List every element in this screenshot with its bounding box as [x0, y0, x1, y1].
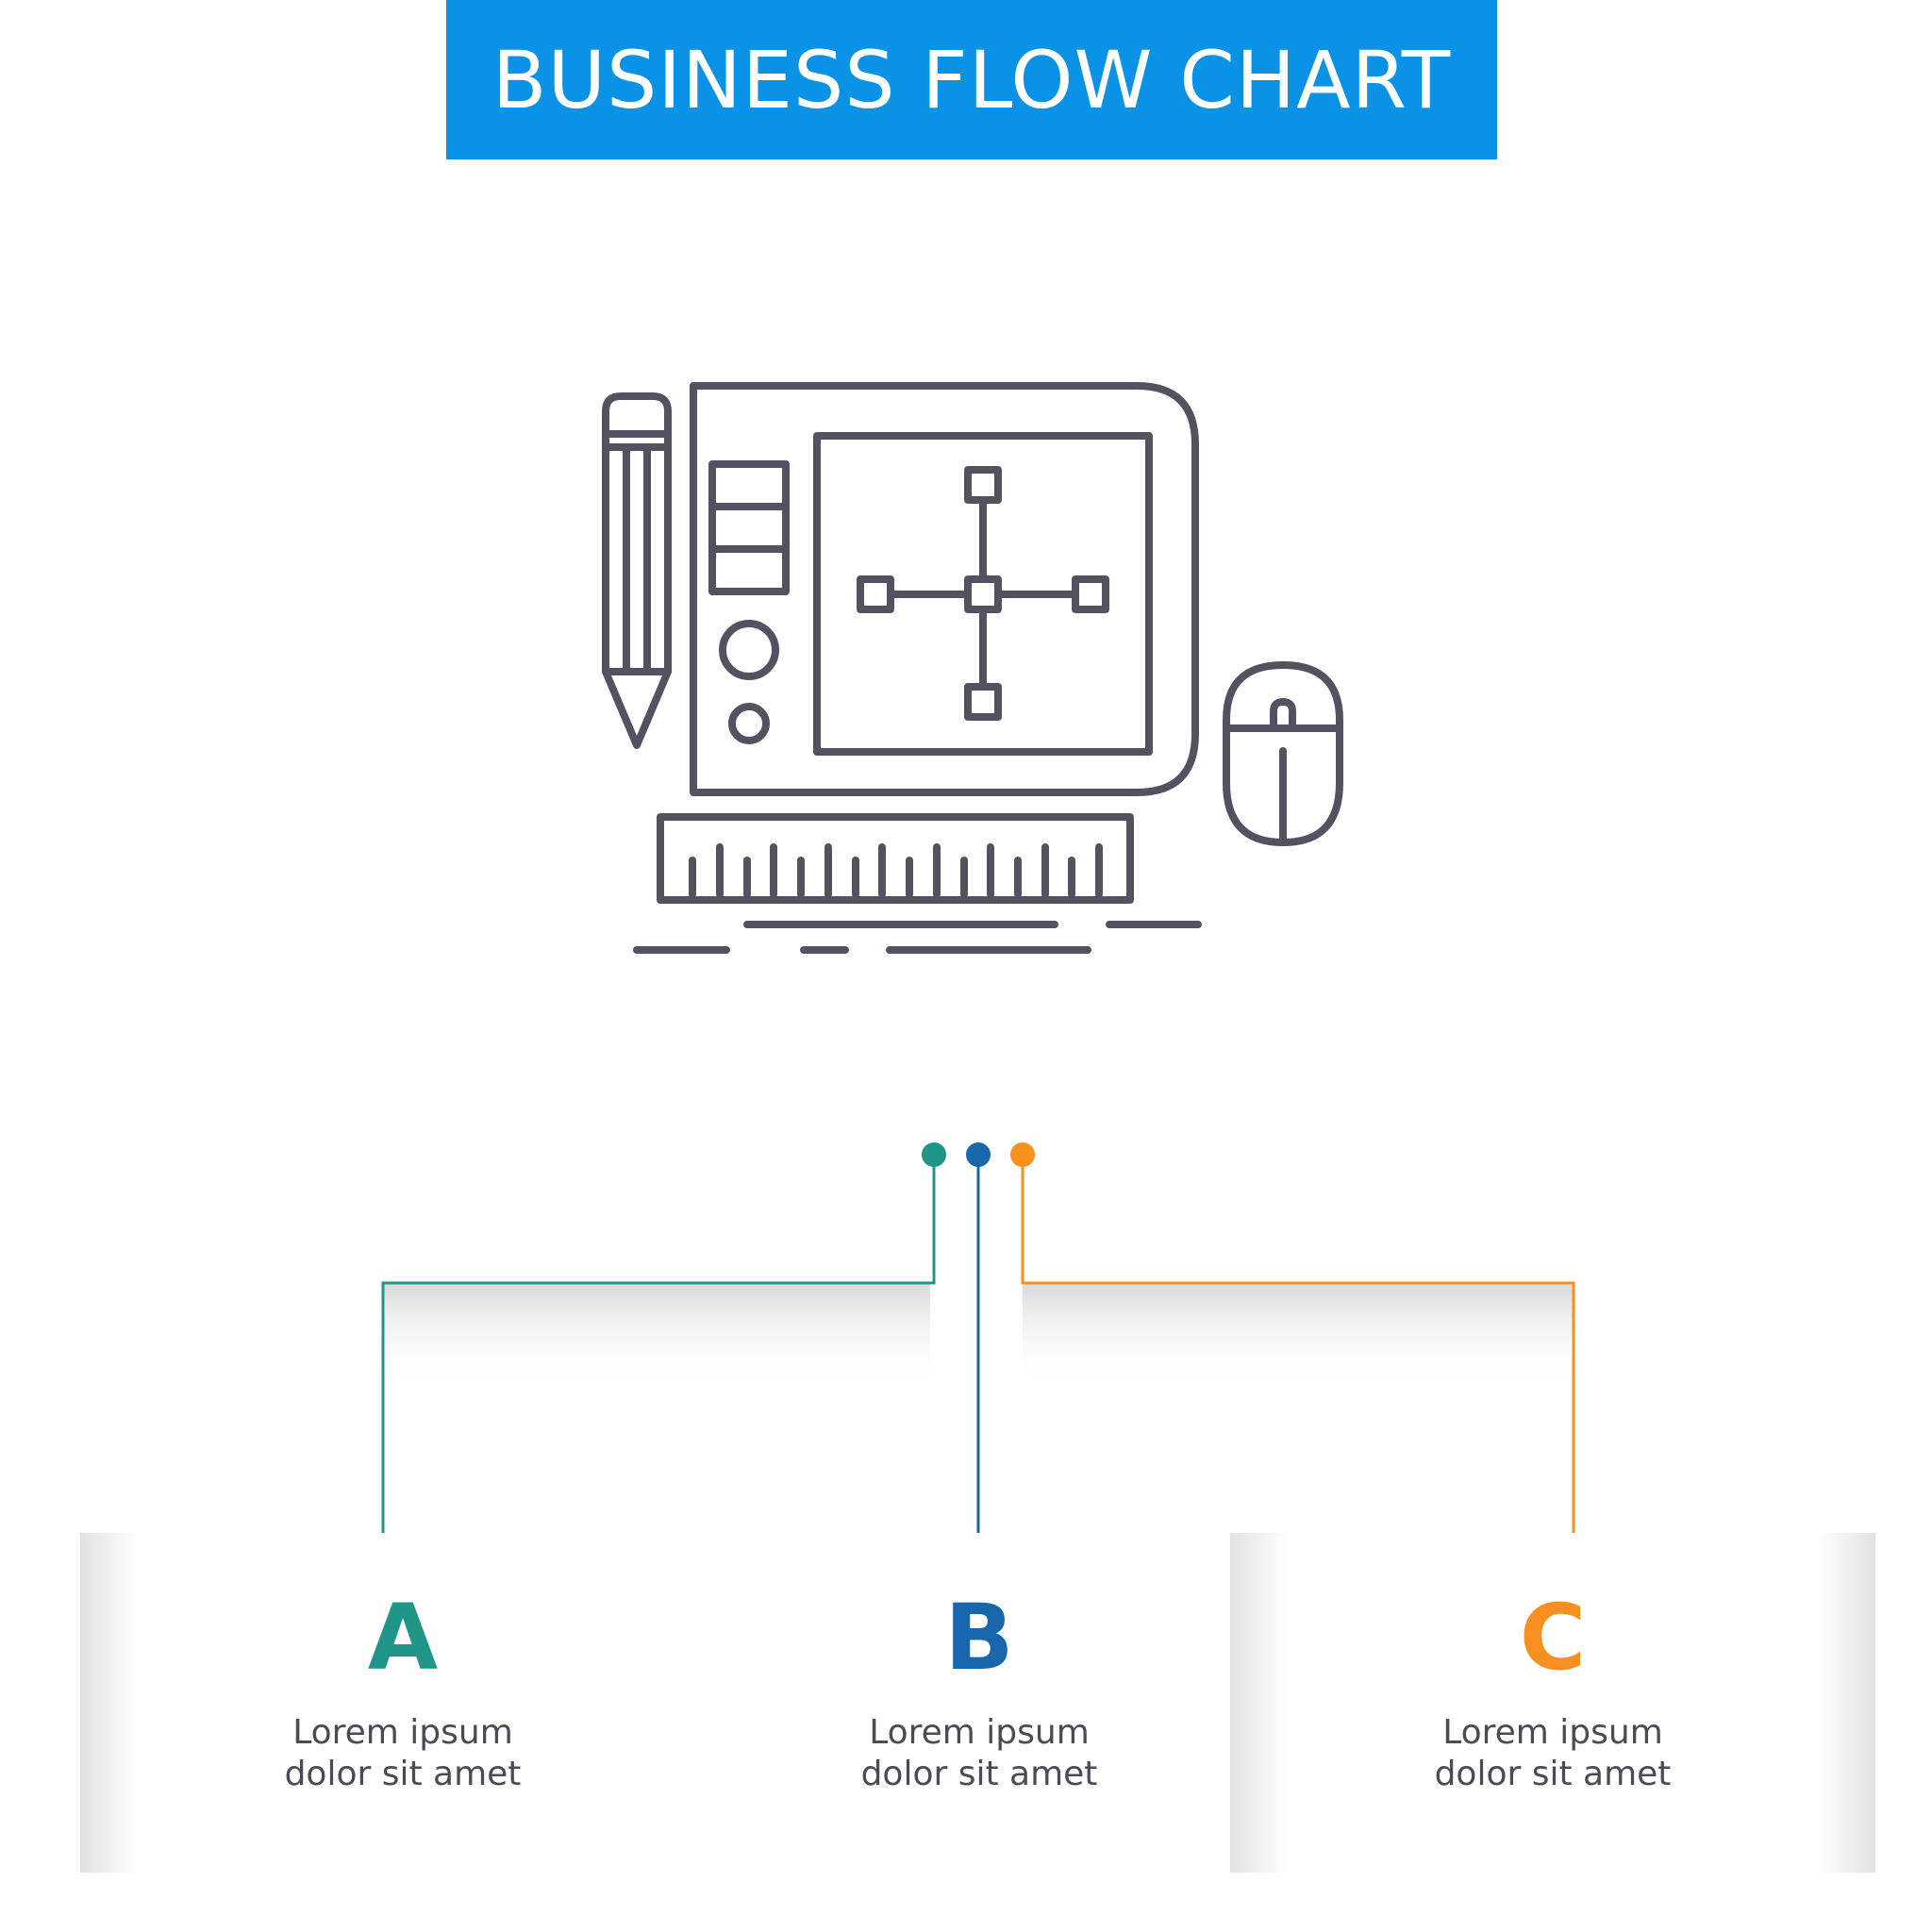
step-letter-a: A — [367, 1585, 439, 1690]
step-text-b: Lorem ipsum dolor sit amet — [657, 1712, 1302, 1795]
pencil-icon — [602, 392, 672, 749]
dot-a — [922, 1142, 946, 1167]
step-panel-b: B Lorem ipsum dolor sit amet — [657, 1533, 1302, 1873]
graphics-tablet-icon — [602, 382, 1343, 954]
step-text-b-line1: Lorem ipsum — [869, 1713, 1090, 1752]
dot-c — [1010, 1142, 1035, 1167]
step-letter-b: B — [944, 1585, 1014, 1690]
ruler-icon — [657, 813, 1134, 904]
step-text-a: Lorem ipsum dolor sit amet — [80, 1712, 725, 1795]
dot-b — [966, 1142, 991, 1167]
shade-a — [383, 1283, 930, 1387]
page-title: BUSINESS FLOW CHART — [491, 33, 1452, 126]
tablet-body — [690, 382, 1199, 796]
shade-c — [1023, 1283, 1574, 1387]
step-text-c: Lorem ipsum dolor sit amet — [1230, 1712, 1875, 1795]
step-text-c-line2: dolor sit amet — [1434, 1755, 1672, 1793]
connector-c — [1021, 1153, 1575, 1549]
connector-a — [381, 1153, 936, 1549]
title-banner: BUSINESS FLOW CHART — [446, 0, 1497, 159]
mouse-icon — [1223, 661, 1343, 846]
step-letter-c: C — [1519, 1585, 1587, 1690]
step-text-b-line2: dolor sit amet — [860, 1755, 1098, 1793]
tablet-screen — [813, 432, 1153, 756]
tablet-button-small — [728, 703, 770, 744]
step-text-c-line1: Lorem ipsum — [1442, 1713, 1663, 1752]
step-panel-c: C Lorem ipsum dolor sit amet — [1230, 1533, 1875, 1873]
tablet-menu-icon — [708, 460, 790, 595]
tablet-button-large — [719, 620, 779, 680]
step-panel-a: A Lorem ipsum dolor sit amet — [80, 1533, 725, 1873]
step-text-a-line2: dolor sit amet — [284, 1755, 522, 1793]
step-text-a-line1: Lorem ipsum — [292, 1713, 513, 1752]
